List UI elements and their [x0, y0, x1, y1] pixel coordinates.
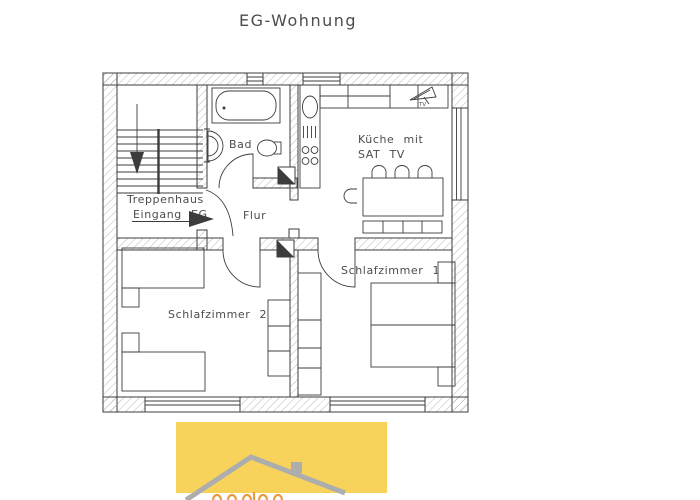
- wall-pillar-stub: [288, 228, 300, 239]
- sat-dish-caption: TV: [418, 102, 426, 108]
- door-marker-bedroom: [276, 239, 295, 258]
- logo-roof-outline: [184, 454, 346, 500]
- kitchen-drainer: [303, 126, 316, 138]
- room-label-eingang: Eingang EG: [133, 208, 208, 221]
- wall-bath-kitchen-divider: [289, 84, 299, 201]
- kitchen-bench: [362, 220, 443, 234]
- sat-dish-icon: TV: [409, 86, 437, 108]
- chair: [417, 165, 433, 178]
- page-title: EG-Wohnung: [239, 11, 358, 30]
- wall-left: [102, 72, 118, 413]
- wall-top-left: [102, 72, 248, 86]
- kitchen-counter-left: [299, 84, 321, 189]
- bedroom2-furniture: [121, 247, 291, 392]
- door-arc-bedroom2: [222, 249, 261, 288]
- room-label-kueche-line1: Küche mit: [358, 133, 423, 146]
- nightstand: [121, 287, 140, 308]
- outer-boundary: [102, 72, 469, 413]
- stair-treads: [117, 129, 203, 194]
- bed: [121, 247, 205, 289]
- kitchen-fixtures: TV: [299, 84, 449, 234]
- bath-sink: [204, 128, 224, 163]
- room-label-kueche-line2: SAT TV: [358, 148, 405, 161]
- room-label-schlafzimmer2: Schlafzimmer 2: [168, 308, 267, 321]
- window-top-kitchen: [302, 72, 341, 86]
- wall-hall-bottom-left: [116, 237, 224, 251]
- wall-bottom-mid: [239, 396, 331, 413]
- wall-bottom-left: [102, 396, 146, 413]
- staircase: [117, 104, 203, 194]
- door-marker-bath: [277, 166, 296, 185]
- bedroom1-furniture: [297, 261, 456, 396]
- wardrobe: [297, 272, 322, 396]
- door-arc-bath: [218, 153, 254, 189]
- logo-chimney: [291, 462, 302, 473]
- kitchen-counter-top: [319, 84, 449, 109]
- kitchen-table-group: [343, 165, 444, 234]
- wardrobe: [267, 299, 291, 377]
- wall-top-right: [339, 72, 469, 86]
- wall-bottom-right: [424, 396, 469, 413]
- door-arc-bedroom1: [317, 249, 356, 288]
- agency-logo: [176, 422, 387, 500]
- wall-kitchen-bottom: [354, 237, 453, 251]
- chair: [394, 165, 410, 178]
- window-top-bath: [246, 72, 264, 86]
- nightstand: [437, 261, 456, 284]
- wall-top-mid: [262, 72, 304, 86]
- stair-down-arrow-icon: [130, 104, 144, 174]
- chair: [371, 165, 387, 178]
- kitchen-sink: [302, 95, 318, 119]
- bathtub: [211, 87, 281, 124]
- logo-cutoff-text: [211, 492, 284, 500]
- door-arc-entrance: [205, 189, 234, 237]
- wall-stairwell-right: [196, 84, 208, 189]
- room-label-schlafzimmer1: Schlafzimmer 1: [341, 264, 440, 277]
- bed: [121, 351, 206, 392]
- kitchen-table: [362, 177, 444, 217]
- entrance-arrow-icon: [189, 211, 214, 227]
- nightstand: [121, 332, 140, 353]
- logo-yellow-block: [176, 422, 387, 493]
- wall-right-bottom: [451, 199, 469, 413]
- room-label-bad: Bad: [229, 138, 252, 151]
- chair: [343, 188, 357, 204]
- nightstand: [437, 366, 456, 387]
- window-kitchen-right: [451, 107, 469, 201]
- stove-burners: [301, 146, 319, 165]
- double-bed: [370, 282, 456, 368]
- doors: [205, 153, 356, 288]
- room-labels: Treppenhaus Eingang EG Bad Flur Küche mi…: [126, 133, 440, 321]
- toilet: [257, 139, 282, 157]
- wall-right-top: [451, 72, 469, 109]
- window-bedroom2: [144, 396, 241, 413]
- window-bedroom1: [329, 396, 426, 413]
- walls: [102, 72, 469, 413]
- windows: [144, 72, 469, 413]
- room-label-treppenhaus: Treppenhaus: [126, 193, 204, 206]
- wall-bedroom-divider: [289, 249, 299, 398]
- bathroom-fixtures: [204, 87, 282, 163]
- room-label-flur: Flur: [243, 209, 266, 222]
